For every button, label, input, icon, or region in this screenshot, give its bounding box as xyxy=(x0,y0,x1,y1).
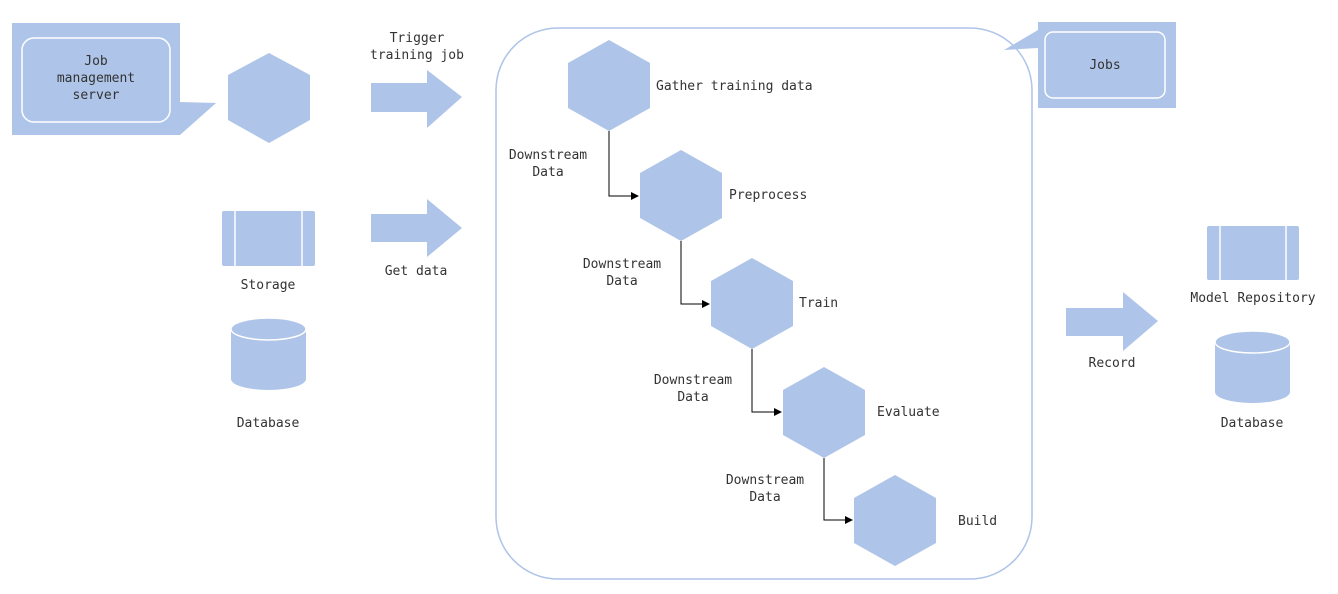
job-server-label-line1: Job xyxy=(84,54,108,69)
step-label-gather: Gather training data xyxy=(656,79,813,94)
step-label-train: Train xyxy=(799,296,839,311)
trigger-label: Trigger training job xyxy=(352,30,482,64)
step-hexagon-preprocess xyxy=(640,150,722,241)
connector-train-evaluate xyxy=(751,349,782,416)
model-database-icon xyxy=(1214,330,1291,403)
connector-label-1-line2: Data xyxy=(532,165,564,180)
connector-gather-preprocess xyxy=(608,131,639,200)
step-hexagon-train xyxy=(711,258,793,349)
get-data-arrow-icon xyxy=(371,199,462,257)
get-data-label: Get data xyxy=(384,264,448,279)
connector-label-1: Downstream Data xyxy=(498,147,598,181)
connector-evaluate-build xyxy=(823,458,853,524)
job-server-label-line3: server xyxy=(72,88,120,103)
step-label-build: Build xyxy=(958,514,998,529)
connector-label-3: Downstream Data xyxy=(643,372,743,406)
connector-label-4-line2: Data xyxy=(749,490,781,505)
model-repository-label: Model Repository xyxy=(1190,291,1316,306)
job-server-label: Job management server xyxy=(44,53,148,104)
storage-label: Storage xyxy=(240,278,296,293)
step-label-preprocess: Preprocess xyxy=(729,188,808,203)
trigger-arrow-icon xyxy=(371,70,462,128)
database-icon xyxy=(230,317,307,390)
record-arrow-icon xyxy=(1066,292,1158,351)
connector-preprocess-train xyxy=(680,241,710,308)
job-server-hexagon xyxy=(228,53,310,143)
trigger-label-line1: Trigger xyxy=(389,31,445,46)
connector-label-4-line1: Downstream xyxy=(725,473,805,488)
step-label-evaluate: Evaluate xyxy=(877,405,940,420)
record-label: Record xyxy=(1088,356,1136,371)
connector-label-2: Downstream Data xyxy=(572,256,672,290)
jobs-label: Jobs xyxy=(1089,58,1121,73)
step-hexagon-gather xyxy=(568,40,650,131)
trigger-label-line2: training job xyxy=(370,48,464,63)
step-hexagon-evaluate xyxy=(783,367,865,458)
pipeline-container xyxy=(495,27,1033,580)
job-server-label-line2: management xyxy=(56,71,136,86)
database-label: Database xyxy=(236,416,300,431)
storage-icon xyxy=(222,211,315,266)
connector-label-1-line1: Downstream xyxy=(508,148,588,163)
model-repository-icon xyxy=(1207,226,1299,280)
jobs-callout xyxy=(1004,22,1176,108)
connector-label-4: Downstream Data xyxy=(715,472,815,506)
connector-label-3-line2: Data xyxy=(677,390,709,405)
connector-label-2-line2: Data xyxy=(606,274,638,289)
model-database-label: Database xyxy=(1220,416,1284,431)
job-server-callout xyxy=(12,23,216,135)
step-hexagon-build xyxy=(854,475,936,566)
connector-label-3-line1: Downstream xyxy=(653,373,733,388)
connector-label-2-line1: Downstream xyxy=(582,257,662,272)
